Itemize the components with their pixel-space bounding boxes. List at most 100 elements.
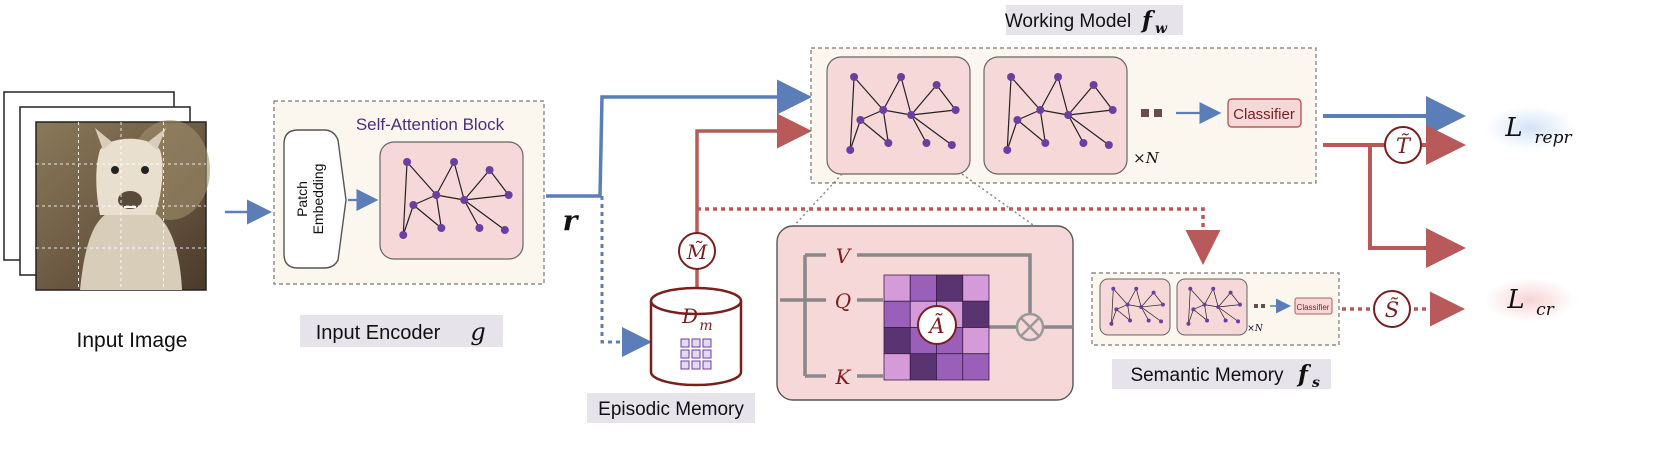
times-n-label: ×N — [1133, 149, 1160, 167]
graph-edge — [849, 76, 855, 151]
graph-node — [409, 201, 418, 209]
graph-node — [856, 116, 865, 124]
graph-node — [897, 73, 906, 81]
graph-node — [1151, 290, 1156, 295]
semantic-memory-block: ×N Classifier — [1091, 272, 1340, 346]
memory-grid-cell — [691, 360, 701, 370]
semantic-ellipsis-1 — [1254, 304, 1258, 308]
graph-edge — [463, 199, 506, 231]
graph-edge — [1188, 309, 1194, 324]
graph-edge — [910, 84, 938, 116]
graph-node — [1236, 319, 1241, 324]
graph-node — [437, 224, 446, 232]
graph-edge — [463, 169, 491, 201]
graph-edge — [1127, 304, 1142, 308]
input-encoder-symbol: g — [470, 318, 485, 346]
graph-edge — [435, 194, 442, 229]
k-symbol: K — [835, 365, 852, 389]
graph-edge — [883, 109, 912, 116]
graph-edge — [900, 76, 912, 116]
graph-edge — [1188, 288, 1191, 324]
working-model-subscript: w — [1155, 21, 1168, 37]
graph-node — [460, 196, 469, 204]
graph-edge — [1116, 309, 1131, 321]
input-image-stack — [3, 91, 210, 291]
zoom-connector-right — [961, 173, 1041, 231]
graph-node — [1109, 321, 1114, 326]
graph-edge — [435, 161, 455, 196]
graph-edge — [489, 169, 510, 196]
graph-edge — [402, 161, 408, 236]
graph-node — [850, 73, 859, 81]
q-symbol: Q — [835, 289, 851, 313]
graph-edge — [1127, 288, 1137, 305]
graph-node — [432, 191, 441, 199]
graph-node — [1007, 73, 1016, 81]
s-tilde-symbol: S̃ — [1385, 298, 1399, 322]
attention-cell — [962, 327, 990, 355]
graph-node — [1216, 305, 1221, 309]
encoder-to-episodic-memory-arrow — [600, 196, 652, 357]
graph-node — [1003, 146, 1012, 154]
graph-node — [907, 111, 916, 119]
graph-node — [1111, 286, 1116, 291]
graph-node — [846, 146, 855, 154]
semantic-memory-label-bg — [1112, 359, 1331, 389]
ellipsis-square-1 — [1141, 109, 1149, 117]
t-tilde-circle — [1384, 126, 1422, 164]
semantic-graph-1 — [1109, 286, 1165, 326]
semantic-classifier-box — [1294, 297, 1333, 315]
attention-cell — [883, 327, 911, 355]
graph-edge — [413, 194, 437, 206]
graph-edge — [1217, 292, 1231, 308]
graph-edge — [1204, 288, 1214, 305]
graph-edge — [1190, 288, 1205, 305]
graph-node — [884, 139, 893, 147]
graph-edge — [406, 161, 437, 196]
episodic-memory-label: Episodic Memory — [598, 399, 744, 420]
multiply-icon — [1015, 312, 1045, 342]
graph-node — [1013, 116, 1022, 124]
classifier-box — [1227, 98, 1302, 128]
alpaca-image — [35, 120, 210, 291]
graph-edge — [1039, 109, 1046, 144]
graph-edge — [1135, 288, 1142, 308]
graph-edge — [1193, 304, 1205, 310]
graph-edge — [1212, 288, 1219, 308]
working-model-label-bg — [1006, 5, 1183, 35]
graph-edge — [1067, 114, 1110, 146]
patch-embedding-shape — [283, 129, 347, 269]
loss-repr-glow — [1485, 106, 1575, 150]
graph-node — [1139, 305, 1144, 309]
graph-node — [1125, 302, 1130, 307]
graph-node — [450, 158, 459, 166]
graph-edge — [1067, 84, 1095, 116]
graph-edge — [936, 84, 957, 111]
graph-node — [1146, 318, 1151, 323]
classifier-label: Classifier — [1233, 106, 1295, 123]
graph-node — [951, 106, 960, 114]
graph-edge — [463, 199, 480, 229]
graph-node — [947, 141, 956, 149]
patch-embedding-label-2: Embedding — [310, 164, 326, 235]
loss-repr-symbol: L — [1504, 113, 1522, 143]
input-image-label: Input Image — [77, 329, 188, 352]
encoder-to-working-model-arrow — [546, 79, 812, 198]
graph-node — [1079, 139, 1088, 147]
memory-to-semantic-memory-arrow — [697, 207, 1221, 265]
semantic-graph-2 — [1186, 286, 1242, 326]
graph-node — [1159, 319, 1164, 324]
attention-cell — [909, 274, 937, 302]
graph-edge — [1140, 306, 1149, 321]
graph-edge — [1093, 84, 1114, 111]
graph-edge — [1204, 304, 1219, 308]
attention-cell — [962, 353, 990, 381]
graph-edge — [911, 109, 956, 116]
episodic-memory-label-bg — [587, 393, 755, 423]
graph-node — [1186, 321, 1191, 326]
graph-edge — [1006, 76, 1012, 151]
v-symbol: V — [836, 244, 853, 268]
graph-node — [504, 191, 513, 199]
ellipsis-square-2 — [1154, 109, 1162, 117]
graph-edge — [860, 119, 889, 144]
